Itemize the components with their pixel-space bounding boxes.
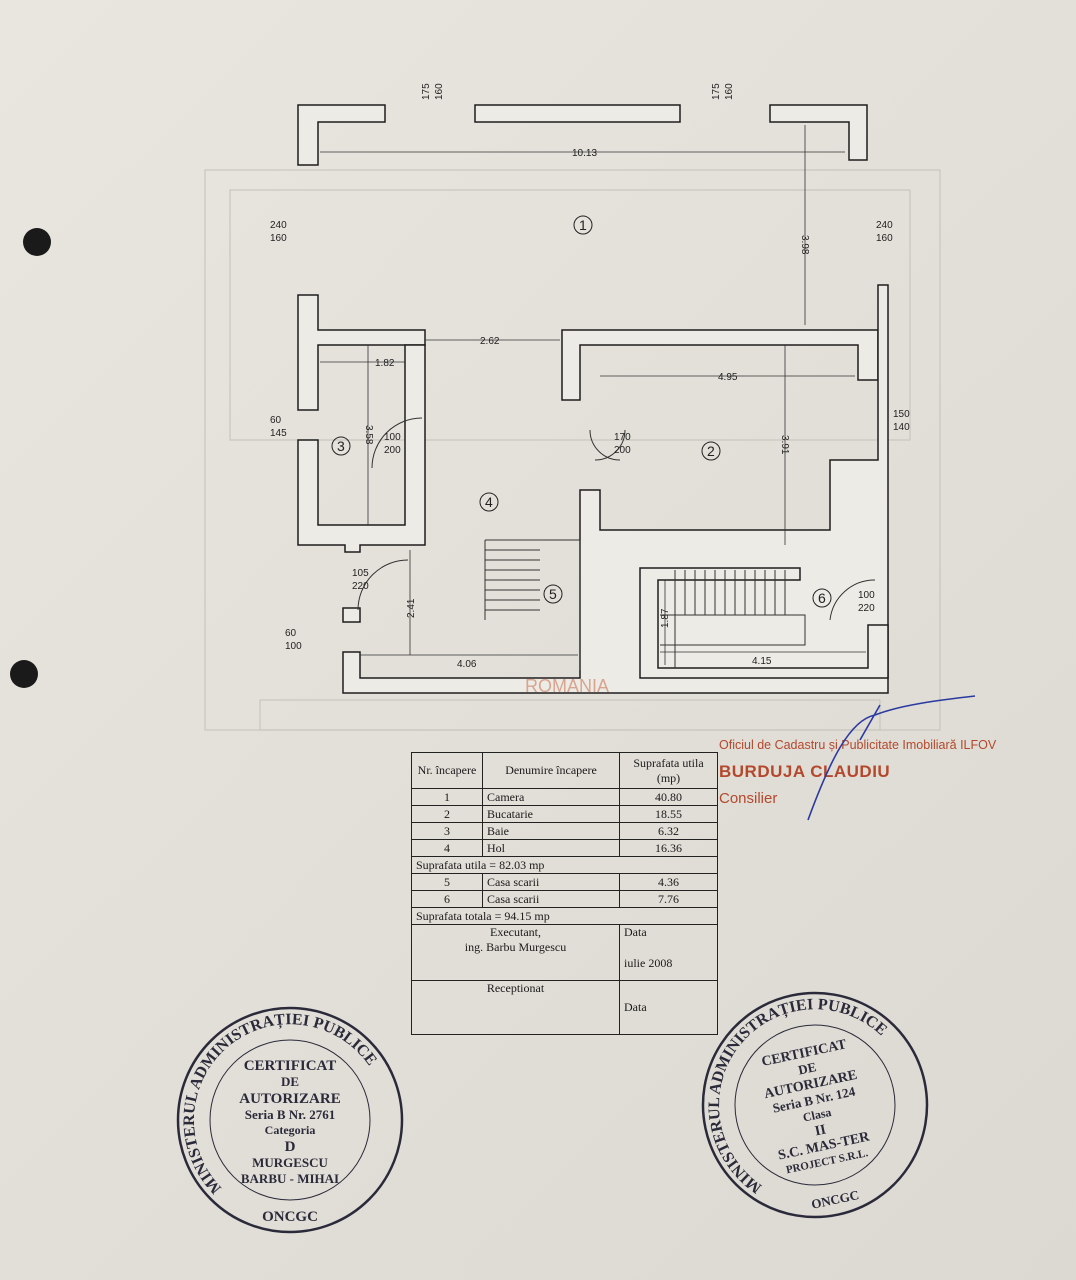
stamp-text: ONCGC <box>262 1209 318 1225</box>
stamp-left: MINISTERUL ADMINISTRAȚIEI PUBLICE CERTIF… <box>176 1006 404 1234</box>
opening-width: 100 <box>858 590 875 601</box>
cell-name: Hol <box>482 839 620 857</box>
room-number: 3 <box>337 438 345 454</box>
opening-width: 105 <box>352 568 369 579</box>
opening-width: 240 <box>270 220 287 231</box>
dim-label: 4.06 <box>457 659 477 670</box>
opening-width: 60 <box>270 415 282 426</box>
opening-height: 160 <box>270 233 287 244</box>
opening-width: 100 <box>384 432 401 443</box>
stamp-text: DE <box>281 1074 299 1089</box>
engineer-name: ing. Barbu Murgescu <box>464 940 567 954</box>
dim-label: 4.95 <box>718 372 738 383</box>
opening-width: 175 <box>711 83 722 100</box>
date-cell-2: Data <box>619 980 718 1035</box>
floor-plan: 10.13 3.98 2.62 1.82 3.58 4.95 3.91 2.41… <box>204 83 941 731</box>
dim-label: 3.58 <box>363 425 374 445</box>
ocpi-name: BURDUJA CLAUDIU <box>719 762 891 781</box>
ghost-plan <box>204 169 941 731</box>
room-number: 1 <box>579 217 587 233</box>
executant-cell: Executant,ing. Barbu Murgescu <box>411 924 620 981</box>
room-number: 2 <box>707 443 715 459</box>
stamp-text: AUTORIZARE <box>239 1091 340 1107</box>
stamp-text: Categoria <box>265 1123 316 1137</box>
executant-label: Executant, <box>490 925 541 939</box>
header-name: Denumire încapere <box>482 752 620 789</box>
dim-label: 4.15 <box>752 656 772 667</box>
punch-hole <box>10 660 38 688</box>
dimension-lines <box>320 125 866 665</box>
opening-height: 160 <box>434 83 445 100</box>
stamp-text: ONCGC <box>810 1187 860 1212</box>
opening-height: 160 <box>876 233 893 244</box>
room-number: 4 <box>485 494 493 510</box>
opening-height: 220 <box>858 603 875 614</box>
opening-width: 150 <box>893 409 910 420</box>
walls <box>297 104 889 694</box>
opening-height: 140 <box>893 422 910 433</box>
header-area: Suprafata utila (mp) <box>619 752 718 789</box>
total-row: Suprafata totala = 94.15 mp <box>411 907 718 925</box>
room-number: 5 <box>549 586 557 602</box>
opening-width: 60 <box>285 628 297 639</box>
stamp-text: II <box>814 1122 828 1139</box>
stamp-text: Seria B Nr. 2761 <box>245 1107 336 1122</box>
opening-height: 200 <box>614 445 631 456</box>
room-markers <box>331 215 832 608</box>
dim-label: 3.98 <box>799 235 810 255</box>
dim-label: 10.13 <box>572 148 597 159</box>
stamp-text: MURGESCU <box>252 1155 328 1170</box>
opening-height: 220 <box>352 581 369 592</box>
punch-hole <box>23 228 51 256</box>
dimension-labels: 10.13 3.98 2.62 1.82 3.58 4.95 3.91 2.41… <box>363 148 810 670</box>
stamp-right: MINISTERUL ADMINISTRAȚIEI PUBLICE CERTIF… <box>686 980 929 1219</box>
dim-label: 2.62 <box>480 336 500 347</box>
opening-width: 240 <box>876 220 893 231</box>
ocpi-office: Oficiul de Cadastru și Publicitate Imobi… <box>719 738 997 752</box>
dim-label: 2.41 <box>406 598 417 618</box>
date-value: iulie 2008 <box>624 956 673 970</box>
stamp-text: DE <box>797 1059 818 1077</box>
stamp-text: D <box>285 1139 296 1155</box>
stamp-text: CERTIFICAT <box>244 1058 337 1074</box>
stamp-text: Clasa <box>802 1105 833 1125</box>
opening-height: 200 <box>384 445 401 456</box>
receptionat-cell: Receptionat <box>411 980 620 1035</box>
opening-height: 145 <box>270 428 287 439</box>
opening-height: 160 <box>724 83 735 100</box>
ocpi-stamp: Oficiul de Cadastru și Publicitate Imobi… <box>719 738 996 807</box>
area-table: Nr. încapere Denumire încapere Suprafata… <box>411 752 718 1035</box>
stamp-text: BARBU - MIHAI <box>241 1171 339 1186</box>
dim-label: 1.87 <box>660 608 671 628</box>
ocpi-role: Consilier <box>719 790 778 807</box>
stairs <box>357 417 876 670</box>
opening-width: 170 <box>614 432 631 443</box>
date-cell: Data iulie 2008 <box>619 924 718 981</box>
date-label: Data <box>624 925 647 939</box>
opening-width: 175 <box>421 83 432 100</box>
dim-label: 1.82 <box>375 358 395 369</box>
cell-name: Bucatarie <box>482 805 620 823</box>
signature <box>807 695 976 821</box>
dim-label: 3.91 <box>779 435 790 455</box>
watermark: ROMANIA <box>525 676 609 696</box>
room-number: 6 <box>818 590 826 606</box>
opening-height: 100 <box>285 641 302 652</box>
